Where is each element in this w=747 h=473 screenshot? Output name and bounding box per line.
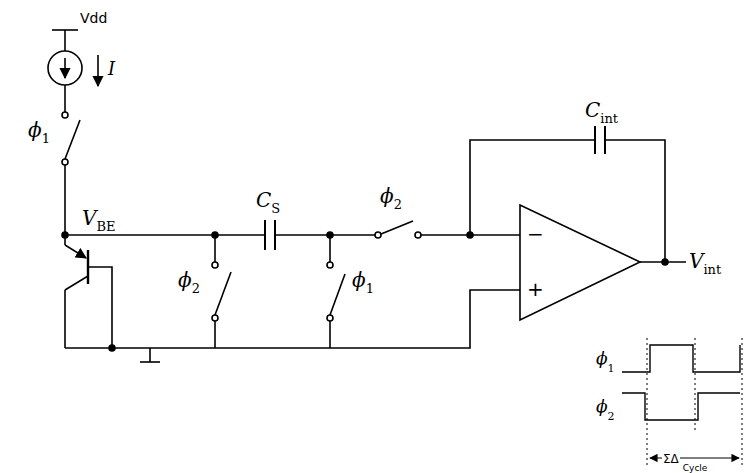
wire bbox=[214, 321, 216, 348]
output-voltage-label: V bbox=[689, 249, 703, 273]
noninverting-input-sign: + bbox=[527, 277, 544, 301]
wire bbox=[64, 235, 66, 245]
current-direction-arrow bbox=[97, 55, 99, 86]
switch-terminal bbox=[375, 232, 381, 238]
switch-phase-label: ϕ bbox=[28, 118, 42, 142]
capacitor-plate bbox=[594, 126, 596, 154]
switch-phase-label-box: ϕ bbox=[28, 120, 42, 140]
switch-terminal bbox=[62, 159, 68, 165]
clock-phase-label: ϕ bbox=[596, 348, 608, 368]
current-source-symbol bbox=[48, 51, 82, 85]
capacitor-subscript: S bbox=[271, 201, 280, 216]
cycle-marker bbox=[695, 338, 696, 430]
clock-phase-label: ϕ bbox=[596, 396, 608, 416]
wire bbox=[470, 140, 595, 235]
phase-subscript-box: 1 bbox=[608, 359, 615, 375]
wire bbox=[64, 165, 66, 235]
switch-blade bbox=[65, 120, 80, 159]
switch-terminal bbox=[62, 112, 68, 118]
wire bbox=[605, 140, 665, 262]
phase-subscript: 2 bbox=[608, 410, 615, 423]
ground-symbol bbox=[140, 361, 160, 363]
transistor-emitter bbox=[65, 245, 86, 258]
phi2-waveform bbox=[622, 393, 740, 420]
cycle-subscript-box: Cycle bbox=[682, 458, 709, 473]
ground-wire bbox=[65, 290, 520, 348]
phase-subscript-box: 2 bbox=[608, 407, 615, 423]
cycle-marker bbox=[647, 338, 648, 468]
voltage-subscript-box: BE bbox=[96, 218, 115, 234]
switch-phase-label: ϕ bbox=[352, 268, 366, 292]
switch-blade bbox=[215, 272, 231, 315]
voltage-subscript-box: int bbox=[703, 261, 721, 277]
phase-subscript: 2 bbox=[192, 281, 200, 296]
wire bbox=[329, 235, 331, 262]
phi1-waveform bbox=[622, 345, 740, 372]
clock-phase-label-box: ϕ bbox=[596, 398, 608, 415]
junction-dot bbox=[662, 259, 668, 265]
wire bbox=[64, 290, 66, 348]
current-label: I bbox=[108, 58, 115, 79]
wire bbox=[65, 234, 265, 236]
capacitor-label-box: C bbox=[585, 100, 600, 120]
cycle-label: ΣΔ bbox=[662, 452, 680, 466]
capacitor-subscript-box: int bbox=[600, 110, 618, 126]
phase-subscript: 1 bbox=[608, 362, 615, 375]
cycle-label-box: ΣΔ bbox=[662, 450, 680, 466]
inverting-input-sign: − bbox=[527, 222, 544, 246]
switch-blade bbox=[330, 274, 345, 315]
noninverting-input-sign-box: + bbox=[527, 279, 544, 299]
phase-subscript-box: 1 bbox=[42, 130, 50, 146]
phase-subscript: 1 bbox=[42, 131, 50, 146]
wire bbox=[329, 321, 331, 348]
capacitor-subscript: int bbox=[600, 111, 618, 126]
switch-terminal bbox=[212, 315, 218, 321]
phase-subscript-box: 2 bbox=[394, 196, 402, 212]
voltage-subscript: BE bbox=[96, 219, 115, 234]
opamp-symbol bbox=[520, 205, 640, 320]
switch-blade bbox=[381, 221, 413, 234]
node-voltage-label-box: V bbox=[82, 208, 96, 228]
capacitor-label: C bbox=[585, 98, 600, 122]
switch-terminal bbox=[212, 262, 218, 268]
supply-label-box: Vdd bbox=[80, 10, 107, 26]
switch-phase-label: ϕ bbox=[380, 184, 394, 208]
capacitor-plate bbox=[264, 220, 266, 250]
wire bbox=[275, 234, 375, 236]
switch-phase-label-box: ϕ bbox=[178, 270, 192, 290]
phase-subscript-box: 1 bbox=[366, 280, 374, 296]
wire bbox=[214, 235, 216, 262]
switch-phase-label-box: ϕ bbox=[380, 186, 394, 206]
current-label-box: I bbox=[108, 60, 115, 78]
wire bbox=[64, 85, 66, 112]
output-voltage-label-box: V bbox=[689, 251, 703, 271]
phase-subscript: 1 bbox=[366, 281, 374, 296]
wire bbox=[88, 267, 112, 348]
wire bbox=[64, 30, 66, 51]
switch-phase-label: ϕ bbox=[178, 268, 192, 292]
cycle-marker bbox=[742, 338, 743, 468]
capacitor-subscript-box: S bbox=[271, 200, 280, 216]
cycle-subscript: Cycle bbox=[682, 463, 709, 473]
ground-symbol bbox=[149, 348, 151, 362]
inverting-input-sign-box: − bbox=[527, 224, 544, 244]
supply-label: Vdd bbox=[80, 10, 107, 26]
switch-terminal bbox=[415, 232, 421, 238]
capacitor-label: C bbox=[256, 188, 271, 212]
clock-phase-label-box: ϕ bbox=[596, 350, 608, 367]
transistor-collector bbox=[65, 276, 88, 290]
node-voltage-label: V bbox=[82, 206, 96, 230]
switch-terminal bbox=[327, 262, 333, 268]
switch-phase-label-box: ϕ bbox=[352, 270, 366, 290]
switch-terminal bbox=[327, 315, 333, 321]
voltage-subscript: int bbox=[703, 262, 721, 277]
phase-subscript: 2 bbox=[394, 197, 402, 212]
phase-subscript-box: 2 bbox=[192, 280, 200, 296]
current-source-arrow bbox=[64, 58, 66, 78]
capacitor-label-box: C bbox=[256, 190, 271, 210]
